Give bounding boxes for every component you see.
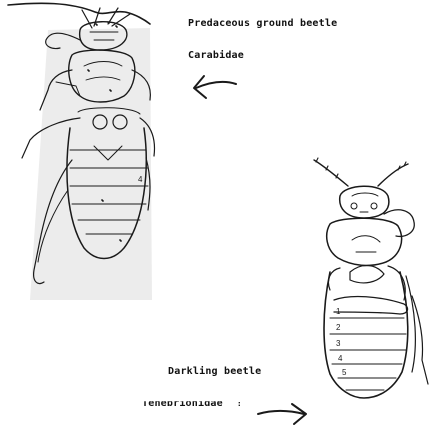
tenebrionid-segment-number: 1 [336, 307, 341, 316]
carabid-segment-number: 4 [138, 175, 143, 184]
tenebrionid-common-name: Darkling beetle [168, 366, 261, 377]
tenebrionid-drawing [314, 158, 428, 398]
tenebrionid-segment-number: 3 [336, 339, 341, 348]
tenebrionid-segment-number: 4 [338, 354, 343, 363]
arrow-left-icon [194, 76, 236, 98]
tenebrionid-segment-number: 2 [336, 323, 341, 332]
arrow-right-icon [258, 404, 306, 424]
tenebrionid-segment-number: 5 [342, 368, 347, 377]
carabid-family-name: Carabidae [188, 50, 244, 61]
carabid-drawing [8, 3, 154, 300]
carabid-common-name: Predaceous ground beetle [188, 18, 337, 29]
